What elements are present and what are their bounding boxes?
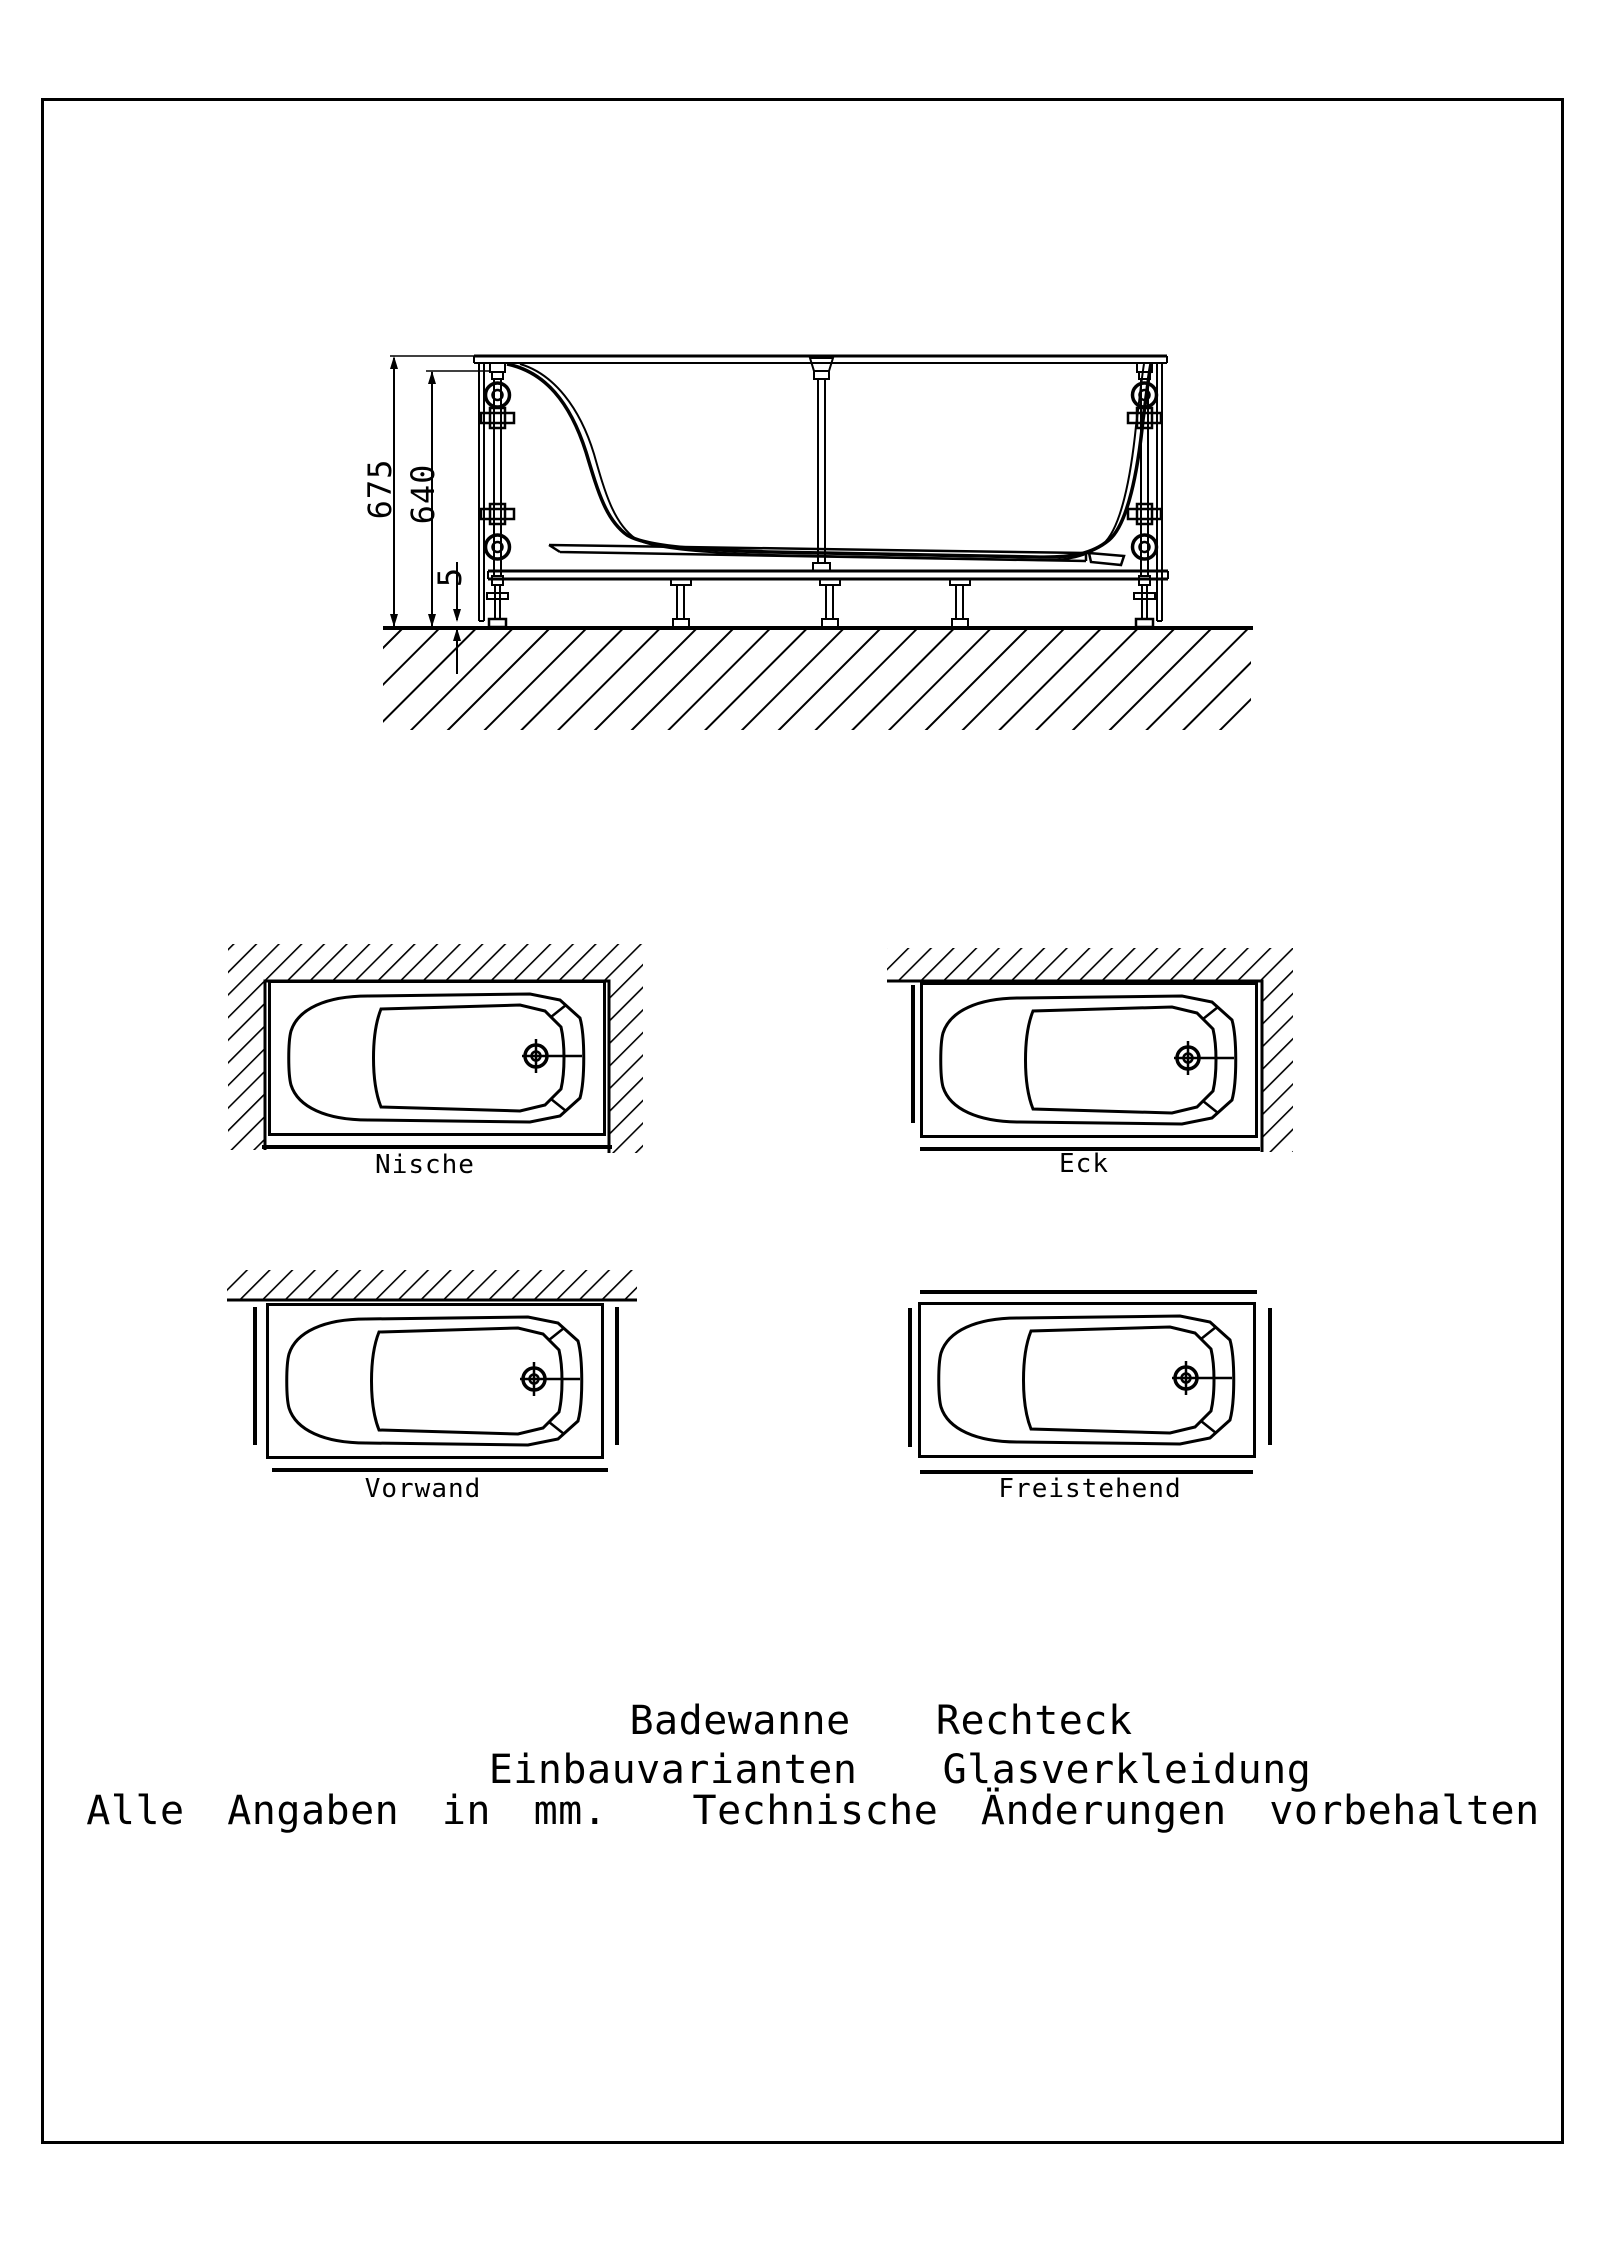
- wall-hatch: [887, 948, 1293, 1152]
- tub-support-board: [548, 543, 1126, 567]
- foot: [819, 578, 841, 628]
- variant-vorwand-drawing: [227, 1270, 637, 1472]
- wall-line: [887, 979, 1264, 1152]
- glass-panel-right: [1156, 363, 1163, 622]
- drawing-border: [41, 98, 1564, 2144]
- wall-hatch: [228, 944, 643, 1153]
- dimension-675: [390, 355, 474, 627]
- title-line-1: Badewanne Rechteck: [629, 1698, 1133, 1744]
- support-frame-left: [479, 362, 516, 629]
- dimension-5: [453, 562, 461, 674]
- variant-eck-drawing: [887, 948, 1293, 1152]
- variant-label-vorwand: Vorwand: [364, 1474, 482, 1504]
- variant-freistehend-drawing: [908, 1290, 1272, 1474]
- variant-label-nische: Nische: [375, 1150, 475, 1180]
- dimension-label-640: 640: [404, 463, 442, 525]
- drain-trap: [1087, 551, 1126, 567]
- variant-label-freistehend: Freistehend: [998, 1474, 1182, 1504]
- dimension-label-675: 675: [361, 458, 399, 520]
- floor-ground: [383, 626, 1253, 730]
- cross-section-drawing: [383, 354, 1253, 730]
- glass-panel-left: [478, 363, 485, 622]
- wall-hatch: [227, 1270, 637, 1300]
- foot: [949, 578, 971, 628]
- bathtub-shell-profile: [506, 362, 1153, 562]
- foot: [670, 578, 692, 628]
- adjustable-feet: [670, 578, 971, 628]
- support-frame-right: [1126, 362, 1163, 629]
- variant-label-eck: Eck: [1059, 1149, 1109, 1179]
- base-frame-bar: [487, 569, 1169, 581]
- variant-nische-drawing: [228, 944, 643, 1153]
- dimension-640: [426, 370, 489, 627]
- title-line-2: Einbauvarianten Glasverkleidung: [488, 1747, 1312, 1793]
- tub-rim-section: [473, 354, 1168, 364]
- center-support-column: [808, 357, 835, 572]
- title-line-3: Alle Angaben in mm. Technische Änderunge…: [86, 1788, 1540, 1834]
- dimension-label-5: 5: [431, 566, 469, 588]
